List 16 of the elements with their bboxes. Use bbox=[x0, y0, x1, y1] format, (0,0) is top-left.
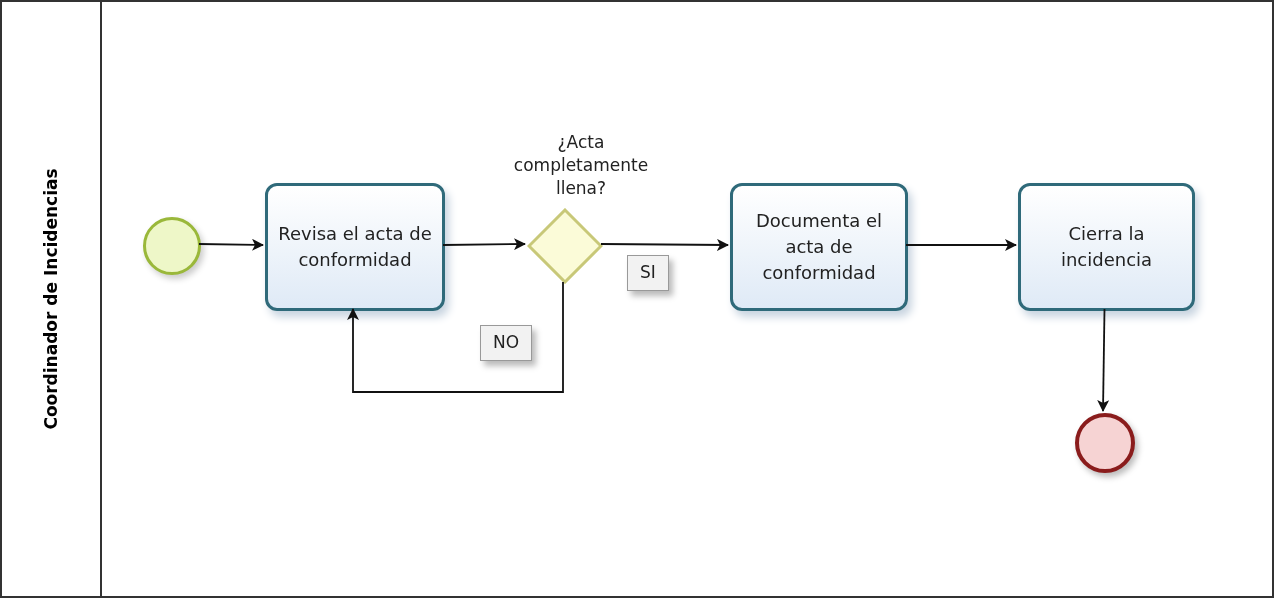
sequence-flow-arrow bbox=[442, 238, 526, 251]
task-box bbox=[1018, 183, 1195, 311]
lane-label: Coordinador de Incidencias bbox=[41, 168, 62, 430]
task-box bbox=[730, 183, 908, 311]
task-label: Cierra la incidencia bbox=[1059, 222, 1154, 272]
sequence-flow-arrow bbox=[905, 239, 1017, 251]
edge-label: NO bbox=[480, 325, 533, 361]
task-box bbox=[265, 183, 445, 311]
sequence-flow-arrow bbox=[198, 238, 264, 251]
sequence-flow-arrow bbox=[1097, 308, 1110, 412]
sequence-flow-arrow bbox=[347, 281, 564, 393]
sequence-flow-arrow bbox=[600, 238, 729, 251]
edge-label: SI bbox=[627, 255, 669, 291]
task-label: Documenta el acta de conformidad bbox=[754, 209, 884, 285]
gateway-question: ¿Acta completamente llena? bbox=[512, 131, 650, 200]
task-label: Revisa el acta de conformidad bbox=[277, 222, 433, 272]
